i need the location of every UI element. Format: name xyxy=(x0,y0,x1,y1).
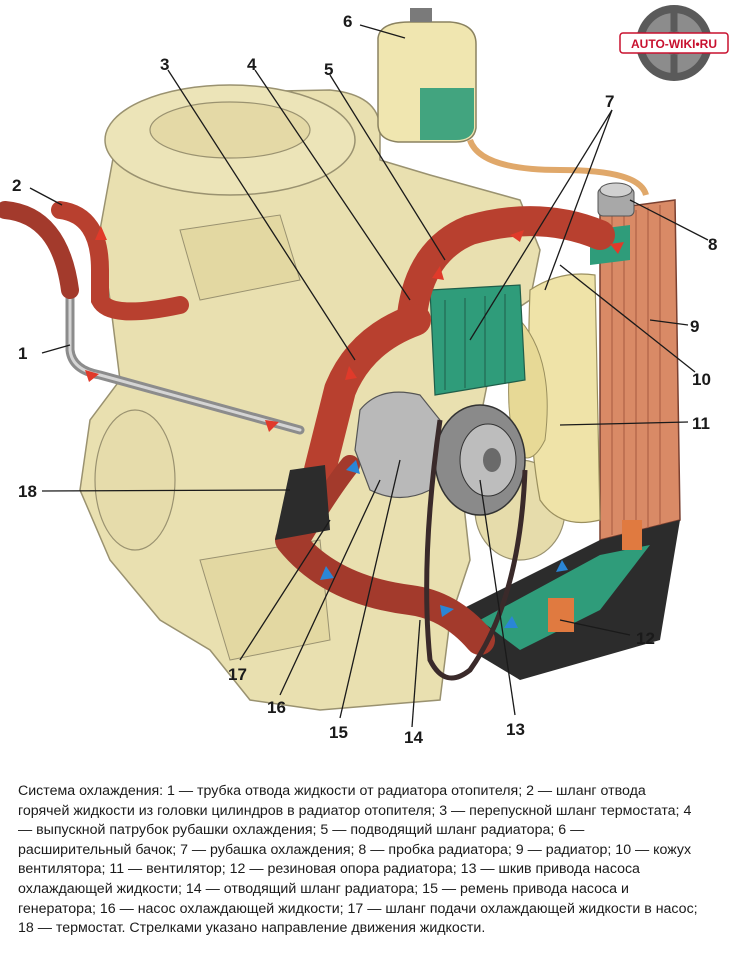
callout-9: 9 xyxy=(690,317,699,336)
cooling-system-diagram: 1 2 3 4 5 6 7 8 9 10 11 12 13 14 15 16 1… xyxy=(0,8,717,747)
leader-lines xyxy=(29,24,709,728)
callout-6: 6 xyxy=(343,12,352,31)
flow-arrows xyxy=(85,226,624,628)
callout-numbers: 1 2 3 4 5 6 7 8 9 10 11 12 13 14 15 16 1… xyxy=(12,12,717,747)
radiator-hoses xyxy=(275,206,615,655)
callout-12: 12 xyxy=(636,629,655,648)
water-pump xyxy=(354,391,528,681)
callout-14: 14 xyxy=(404,728,423,747)
callout-10: 10 xyxy=(692,370,711,389)
diagram-caption: Система охлаждения: 1 — трубка отвода жи… xyxy=(18,783,698,937)
callout-7: 7 xyxy=(605,92,614,111)
callout-1: 1 xyxy=(18,344,27,363)
callout-4: 4 xyxy=(247,55,257,74)
callout-3: 3 xyxy=(160,55,169,74)
callout-15: 15 xyxy=(329,723,348,742)
expansion-tank xyxy=(377,8,649,197)
logo-text: AUTO-WIKI•RU xyxy=(631,37,717,51)
callout-18: 18 xyxy=(18,482,37,501)
callout-11: 11 xyxy=(692,414,710,433)
callout-13: 13 xyxy=(506,720,525,739)
cooling-jacket xyxy=(429,284,526,396)
auto-wiki-logo: AUTO-WIKI•RU xyxy=(614,2,730,88)
callout-2: 2 xyxy=(12,176,21,195)
radiator xyxy=(460,182,681,680)
callout-17: 17 xyxy=(228,665,247,684)
heater-pipe xyxy=(65,285,305,435)
callout-5: 5 xyxy=(324,60,333,79)
callout-8: 8 xyxy=(708,235,717,254)
heater-hoses xyxy=(0,201,189,321)
callout-16: 16 xyxy=(267,698,286,717)
